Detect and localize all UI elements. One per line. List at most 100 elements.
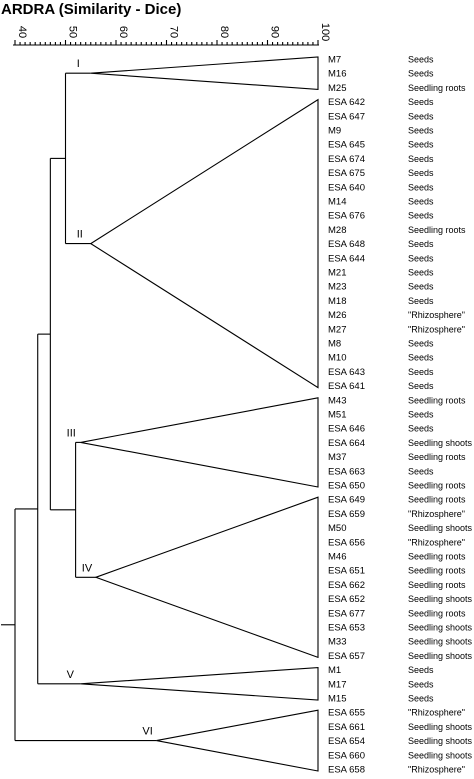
axis-tick-label: 60 <box>117 26 129 38</box>
leaf-source-label: Seedling roots <box>408 566 466 576</box>
leaf-label: ESA 648 <box>328 239 365 250</box>
leaf-label: M10 <box>328 353 346 364</box>
cluster-label: I <box>77 58 80 70</box>
leaf-source-label: Seedling shoots <box>408 651 473 661</box>
leaf-source-label: Seeds <box>408 111 434 121</box>
leaf-label: ESA 647 <box>328 111 365 122</box>
leaf-label: ESA 646 <box>328 424 365 435</box>
leaf-source-label: Seedling shoots <box>408 637 473 647</box>
leaf-source-label: Seeds <box>408 211 434 221</box>
cluster-label: III <box>67 427 76 439</box>
leaf-source-label: Seeds <box>408 367 434 377</box>
axis-tick-label: 80 <box>218 26 230 38</box>
leaf-label: M16 <box>328 69 346 80</box>
leaf-label: M51 <box>328 410 346 421</box>
leaf-source-label: Seedling roots <box>408 225 466 235</box>
leaf-label: ESA 674 <box>328 154 365 165</box>
chart-title: ARDRA (Similarity - Dice) <box>1 1 182 18</box>
leaf-label: ESA 661 <box>328 722 365 733</box>
leaf-source-label: Seedling roots <box>408 552 466 562</box>
leaf-label: M21 <box>328 268 346 279</box>
leaf-source-label: Seeds <box>408 424 434 434</box>
leaf-source-label: Seeds <box>408 168 434 178</box>
leaf-source-label: "Rhizosphere" <box>408 324 465 334</box>
leaf-label: ESA 659 <box>328 509 365 520</box>
leaf-source-label: Seedling roots <box>408 608 466 618</box>
axis-tick-label: 90 <box>269 26 281 38</box>
leaf-label: M33 <box>328 637 346 648</box>
leaf-source-label: Seeds <box>408 97 434 107</box>
leaf-label: M37 <box>328 452 346 463</box>
leaf-source-label: Seeds <box>408 339 434 349</box>
leaf-source-label: Seeds <box>408 268 434 278</box>
leaf-label: ESA 652 <box>328 594 365 605</box>
leaf-source-label: Seedling shoots <box>408 594 473 604</box>
leaf-source-label: Seeds <box>408 126 434 136</box>
leaf-source-label: "Rhizosphere" <box>408 509 465 519</box>
axis-tick-label: 40 <box>16 26 28 38</box>
leaf-source-label: Seeds <box>408 665 434 675</box>
cluster-label: VI <box>142 726 152 738</box>
leaf-label: ESA 654 <box>328 736 365 747</box>
leaf-label: ESA 653 <box>328 623 365 634</box>
leaf-label: M1 <box>328 665 341 676</box>
leaf-source-label: "Rhizosphere" <box>408 708 465 718</box>
cluster-triangle <box>80 397 319 488</box>
leaf-source-label: Seedling roots <box>408 395 466 405</box>
leaf-source-label: Seedling shoots <box>408 722 473 732</box>
leaf-label: ESA 676 <box>328 211 365 222</box>
leaf-source-label: Seeds <box>408 69 434 79</box>
leaf-label: M15 <box>328 694 346 705</box>
leaf-source-label: Seedling shoots <box>408 736 473 746</box>
leaf-source-label: Seedling shoots <box>408 623 473 633</box>
leaf-label: ESA 660 <box>328 750 365 761</box>
leaf-source-label: "Rhizosphere" <box>408 537 465 547</box>
leaf-source-label: Seedling shoots <box>408 750 473 760</box>
leaf-label: ESA 656 <box>328 537 365 548</box>
leaf-source-label: Seeds <box>408 239 434 249</box>
leaf-source-label: Seeds <box>408 694 434 704</box>
leaf-source-label: Seeds <box>408 353 434 363</box>
leaf-label: ESA 640 <box>328 182 365 193</box>
leaf-label: ESA 658 <box>328 765 365 776</box>
leaf-label: ESA 657 <box>328 651 365 662</box>
leaf-source-label: Seedling roots <box>408 580 466 590</box>
leaf-label: ESA 642 <box>328 97 365 108</box>
leaf-source-label: Seeds <box>408 253 434 263</box>
leaf-source-label: Seeds <box>408 154 434 164</box>
cluster-label: IV <box>82 562 93 574</box>
cluster-label: II <box>77 229 83 241</box>
leaf-source-label: Seedling roots <box>408 495 466 505</box>
leaf-label: ESA 645 <box>328 140 365 151</box>
leaf-label: M28 <box>328 225 346 236</box>
leaf-source-label: Seeds <box>408 410 434 420</box>
axis-tick-label: 100 <box>319 23 331 41</box>
leaf-source-label: Seeds <box>408 296 434 306</box>
leaf-source-label: Seeds <box>408 197 434 207</box>
leaf-label: M26 <box>328 310 346 321</box>
cluster-triangle <box>90 56 319 90</box>
leaf-source-label: "Rhizosphere" <box>408 765 465 775</box>
leaf-label: M25 <box>328 83 346 94</box>
leaf-label: ESA 664 <box>328 438 365 449</box>
leaf-source-label: Seeds <box>408 466 434 476</box>
leaf-source-label: Seedling roots <box>408 452 466 462</box>
leaf-label: M43 <box>328 395 346 406</box>
leaf-label: ESA 641 <box>328 381 365 392</box>
leaf-label: M27 <box>328 324 346 335</box>
axis-tick-label: 50 <box>67 26 79 38</box>
axis-tick-label: 70 <box>168 26 180 38</box>
leaf-label: ESA 655 <box>328 708 365 719</box>
cluster-triangle <box>94 496 319 659</box>
leaf-label: ESA 649 <box>328 495 365 506</box>
leaf-label: M9 <box>328 126 341 137</box>
leaf-label: M7 <box>328 55 341 66</box>
leaf-source-label: Seedling roots <box>408 83 466 93</box>
leaf-label: ESA 643 <box>328 367 365 378</box>
leaf-label: M17 <box>328 679 346 690</box>
leaf-source-label: Seeds <box>408 679 434 689</box>
leaf-label: M14 <box>328 197 346 208</box>
leaf-source-label: Seeds <box>408 140 434 150</box>
cluster-label: V <box>67 669 75 681</box>
